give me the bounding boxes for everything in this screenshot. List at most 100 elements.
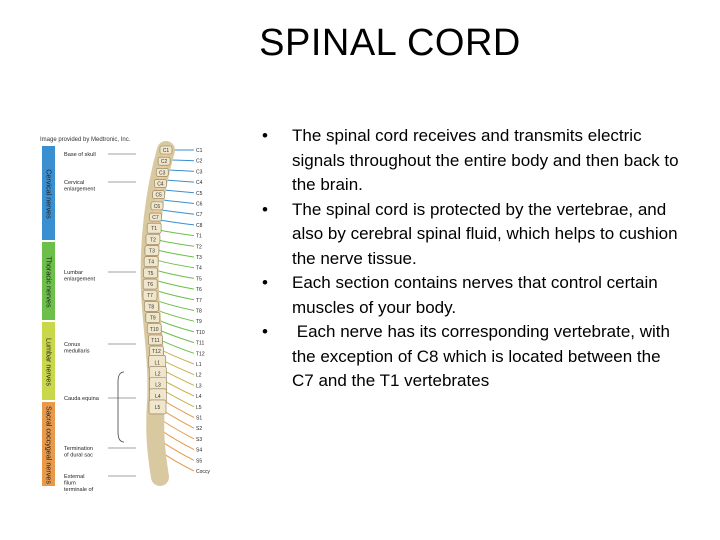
vertebra-label: L5 (155, 405, 161, 411)
region-strip (42, 146, 55, 240)
vertebra-label: L4 (155, 394, 161, 400)
vertebra-label: T3 (149, 249, 155, 255)
vertebra-label: C2 (161, 159, 168, 165)
vertebra-label: T8 (148, 304, 154, 310)
nerve-root (163, 390, 195, 408)
nerve-root (162, 420, 195, 440)
vertebra (142, 278, 158, 290)
callout-label: Conus (64, 342, 80, 348)
vertebra-label: C3 (159, 170, 166, 176)
nerve-root (158, 320, 195, 333)
nerve-root (163, 400, 195, 418)
nerve-label: S4 (196, 448, 202, 454)
vertebra-label: C6 (154, 204, 161, 210)
nerve-root (156, 299, 195, 311)
image-credit: Image provided by Medtronic, Inc. (40, 137, 131, 143)
bullet-marker: • (262, 273, 268, 292)
nerve-label: C2 (196, 159, 203, 165)
vertebra-label: C5 (155, 193, 162, 199)
slide-title: SPINAL CORD (259, 22, 521, 64)
vertebra (146, 222, 162, 234)
callout-label: Termination (64, 446, 93, 452)
bullet-item: •The spinal cord is protected by the ver… (262, 198, 682, 272)
vertebra (157, 156, 171, 166)
region-label: Sacral coccygeal nerves (45, 406, 54, 484)
nerve-label: L2 (196, 373, 202, 379)
nerve-root (161, 219, 195, 226)
region-label: Cervical nerves (45, 169, 54, 219)
vertebra (150, 201, 164, 211)
nerve-label: C8 (196, 223, 203, 229)
vertebra (148, 334, 163, 346)
nerve-label: T5 (196, 276, 202, 282)
nerve-label: T12 (196, 351, 205, 357)
region-label: Thoracic nerves (45, 256, 54, 308)
vertebra-label: T1 (151, 226, 157, 232)
nerve-root (162, 350, 195, 365)
nerve-label: S2 (196, 426, 202, 432)
vertebra (152, 190, 165, 199)
region-strip (42, 242, 55, 320)
nerve-label: C3 (196, 169, 203, 175)
nerve-root (159, 229, 195, 237)
vertebra (145, 234, 161, 245)
spinal-cord-diagram: Image provided by Medtronic, Inc. Cervic… (38, 132, 210, 494)
nerve-root (161, 430, 195, 451)
vertebra-label: T4 (148, 260, 154, 266)
callout-label: enlargement (64, 187, 96, 193)
nerve-label: C7 (196, 212, 203, 218)
vertebra (159, 145, 173, 155)
bullet-marker: • (262, 322, 268, 341)
vertebra-label: T6 (147, 282, 153, 288)
callout-label: enlargement (64, 277, 96, 283)
nerve-root (161, 340, 195, 354)
vertebra (143, 267, 158, 279)
nerve-root (163, 199, 195, 204)
callout-label: Cervical (64, 180, 84, 186)
nerve-label: L5 (196, 405, 202, 411)
vertebra (143, 256, 159, 268)
vertebra (143, 301, 159, 312)
nerve-root (155, 289, 195, 301)
nerve-label: T4 (196, 266, 202, 272)
nerve-label: C4 (196, 180, 203, 186)
bullet-marker: • (262, 126, 268, 145)
callout-label: terminale of (64, 487, 94, 493)
nerve-label: T10 (196, 330, 205, 336)
vertebra-label: C1 (163, 148, 170, 154)
nerve-label: S5 (196, 458, 202, 464)
vertebra (145, 312, 161, 323)
nerve-label: L3 (196, 383, 202, 389)
spine-illustration: Image provided by Medtronic, Inc. Cervic… (40, 137, 210, 495)
nerve-root (162, 209, 195, 215)
vertebra-label: C7 (152, 215, 159, 221)
callout-label: Base of skull (64, 152, 96, 158)
nerve-root (157, 309, 195, 322)
callout-label: medullaris (64, 349, 90, 355)
vertebra-label: L3 (155, 383, 161, 389)
nerve-label: T6 (196, 287, 202, 293)
nerve-label: Coccygeal nerve (196, 469, 210, 475)
bullet-text: Each nerve has its corresponding vertebr… (292, 322, 675, 390)
vertebra-label: T11 (151, 338, 159, 344)
callout-label: dura mater (64, 494, 91, 495)
nerve-root (163, 410, 195, 429)
vertebra (154, 179, 167, 188)
vertebra-label: T9 (150, 316, 156, 322)
nerve-root (165, 189, 195, 194)
nerve-label: T9 (196, 319, 202, 325)
nerve-label: T11 (196, 341, 204, 347)
callout-label: Lumbar (64, 270, 83, 276)
nerve-root (157, 249, 195, 258)
cauda-equina-bracket (117, 371, 125, 443)
nerve-label: T2 (196, 244, 202, 250)
vertebra-label: T10 (150, 327, 159, 333)
nerve-label: L4 (196, 394, 202, 400)
nerve-label: T1 (196, 234, 202, 240)
vertebra-label: L2 (155, 371, 161, 377)
vertebra-label: T12 (152, 349, 161, 355)
bullet-marker: • (262, 199, 268, 219)
vertebra (144, 245, 160, 256)
callout-label: Cauda equina (64, 396, 100, 402)
vertebra-label: L1 (154, 360, 160, 366)
